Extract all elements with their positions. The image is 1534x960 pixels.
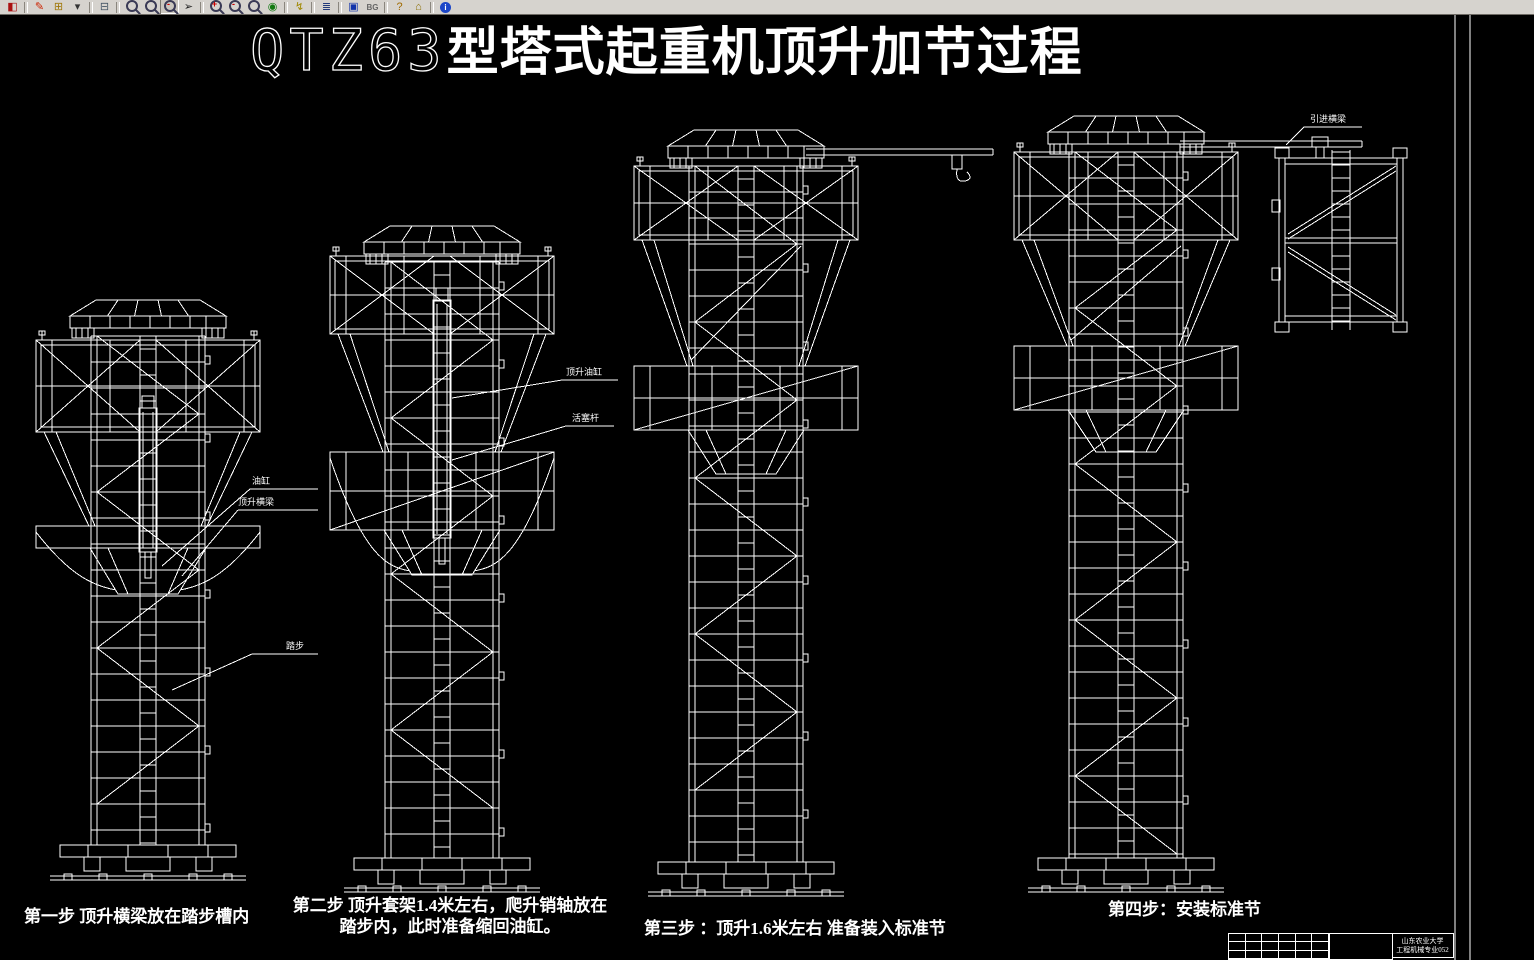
toolbar-separator — [311, 2, 315, 13]
caption-step-3: 第三步 ：顶升1.6米左右 准备装入标准节 — [644, 919, 946, 938]
annotation-piston-rod-label: 活塞杆 — [572, 413, 600, 423]
fullscreen-icon[interactable]: ▣ — [348, 1, 359, 13]
drawing-title: QTZ63型塔式起重机顶升加节过程 — [249, 10, 1083, 85]
print-icon[interactable]: ⊟ — [99, 1, 110, 13]
zoom-in-icon[interactable]: + — [206, 0, 225, 14]
toolbar-separator — [284, 2, 288, 13]
title-block-cell — [1295, 950, 1313, 959]
title-block-cell — [1295, 934, 1313, 943]
tower-stage-1 — [35, 299, 261, 881]
title-block-cell — [1245, 942, 1263, 951]
info-icon[interactable]: i — [436, 0, 455, 14]
zoom-previous-icon[interactable]: - — [160, 0, 179, 14]
annotation-introduction-beam-label: 引进横梁 — [1310, 114, 1347, 124]
title-block-cell — [1262, 950, 1279, 959]
toolbar-separator — [24, 2, 28, 13]
tower-stage-4 — [1013, 115, 1363, 893]
measure-icon[interactable]: ↯ — [294, 1, 305, 13]
folder-open-icon[interactable]: ⊞ — [53, 1, 64, 13]
zoom-dynamic-icon[interactable] — [141, 0, 160, 14]
title-block-cell — [1312, 950, 1329, 959]
caption-step-2-line2: 踏步内，此时准备缩回油缸。 — [339, 917, 561, 936]
title-block-empty-cell — [1328, 933, 1393, 960]
title-block-cell — [1245, 934, 1263, 943]
title-block-cell — [1262, 942, 1279, 951]
layers-icon[interactable]: ≣ — [321, 1, 332, 13]
background-icon[interactable]: BG — [366, 3, 379, 12]
toolbar-separator — [116, 2, 120, 13]
home-icon[interactable]: ⌂ — [415, 1, 422, 13]
title-block-cell — [1278, 950, 1296, 959]
title-block-cell — [1312, 934, 1329, 943]
toolbar-separator — [384, 2, 388, 13]
toolbar-separator — [430, 2, 434, 13]
title-block-cell — [1295, 942, 1313, 951]
toolbar-separator — [89, 2, 93, 13]
toolbar-separator — [338, 2, 342, 13]
standard-section-floating — [1271, 136, 1408, 333]
organization-line1: 山东农业大学 — [1401, 937, 1444, 945]
toolbar: ◧✎⊞▾⊟-➢+-◉↯≣▣BG?⌂i — [0, 0, 1534, 15]
zoom-extents-icon[interactable] — [244, 0, 263, 14]
view-3d-icon[interactable]: ◉ — [267, 1, 278, 13]
open-icon[interactable]: ◧ — [7, 1, 18, 13]
caption-step-1: 第一步 顶升横梁放在踏步槽内 — [24, 907, 250, 926]
help-icon[interactable]: ? — [396, 1, 403, 13]
title-block-cell — [1312, 942, 1329, 951]
title-block-organization: 山东农业大学工程机械专业052 — [1392, 933, 1454, 958]
markup-icon[interactable]: ✎ — [34, 1, 45, 13]
title-model-code: QTZ63 — [249, 17, 447, 84]
drawing-frame-border — [1454, 14, 1471, 960]
title-main-text: 型塔式起重机顶升加节过程 — [446, 25, 1083, 82]
caption-step-2: 第二步 顶升套架1.4米左右，爬升销轴放在踏步内，此时准备缩回油缸。 — [272, 895, 628, 937]
organization-line2: 工程机械专业052 — [1396, 946, 1449, 954]
annotation-step-label: 踏步 — [286, 641, 305, 651]
annotation-jacking-beam-label: 顶升横梁 — [238, 497, 275, 507]
toolbar-separator — [200, 2, 204, 13]
title-block-cell — [1262, 934, 1279, 943]
annotation-cylinder-label: 油缸 — [252, 476, 271, 486]
dropdown-arrow-icon[interactable]: ▾ — [74, 1, 81, 13]
annotation-jacking-cylinder-label: 顶升油缸 — [566, 367, 603, 377]
tower-stage-2 — [329, 225, 555, 893]
title-block-cell — [1278, 934, 1296, 943]
caption-step-4: 第四步：安装标准节 — [1108, 900, 1261, 919]
tower-stage-3 — [633, 129, 994, 897]
pan-icon[interactable]: ➢ — [183, 1, 194, 13]
zoom-out-icon[interactable]: - — [225, 0, 244, 14]
title-block-cell — [1245, 950, 1263, 959]
zoom-window-icon[interactable] — [122, 0, 141, 14]
title-block-grid — [1228, 933, 1330, 960]
annotation-leader-lines — [161, 126, 1362, 691]
title-block-cell — [1229, 942, 1246, 951]
caption-step-2-line1: 第二步 顶升套架1.4米左右，爬升销轴放在 — [292, 896, 608, 915]
title-block-cell — [1278, 942, 1296, 951]
title-block-cell — [1229, 934, 1246, 943]
title-block-cell — [1229, 950, 1246, 959]
